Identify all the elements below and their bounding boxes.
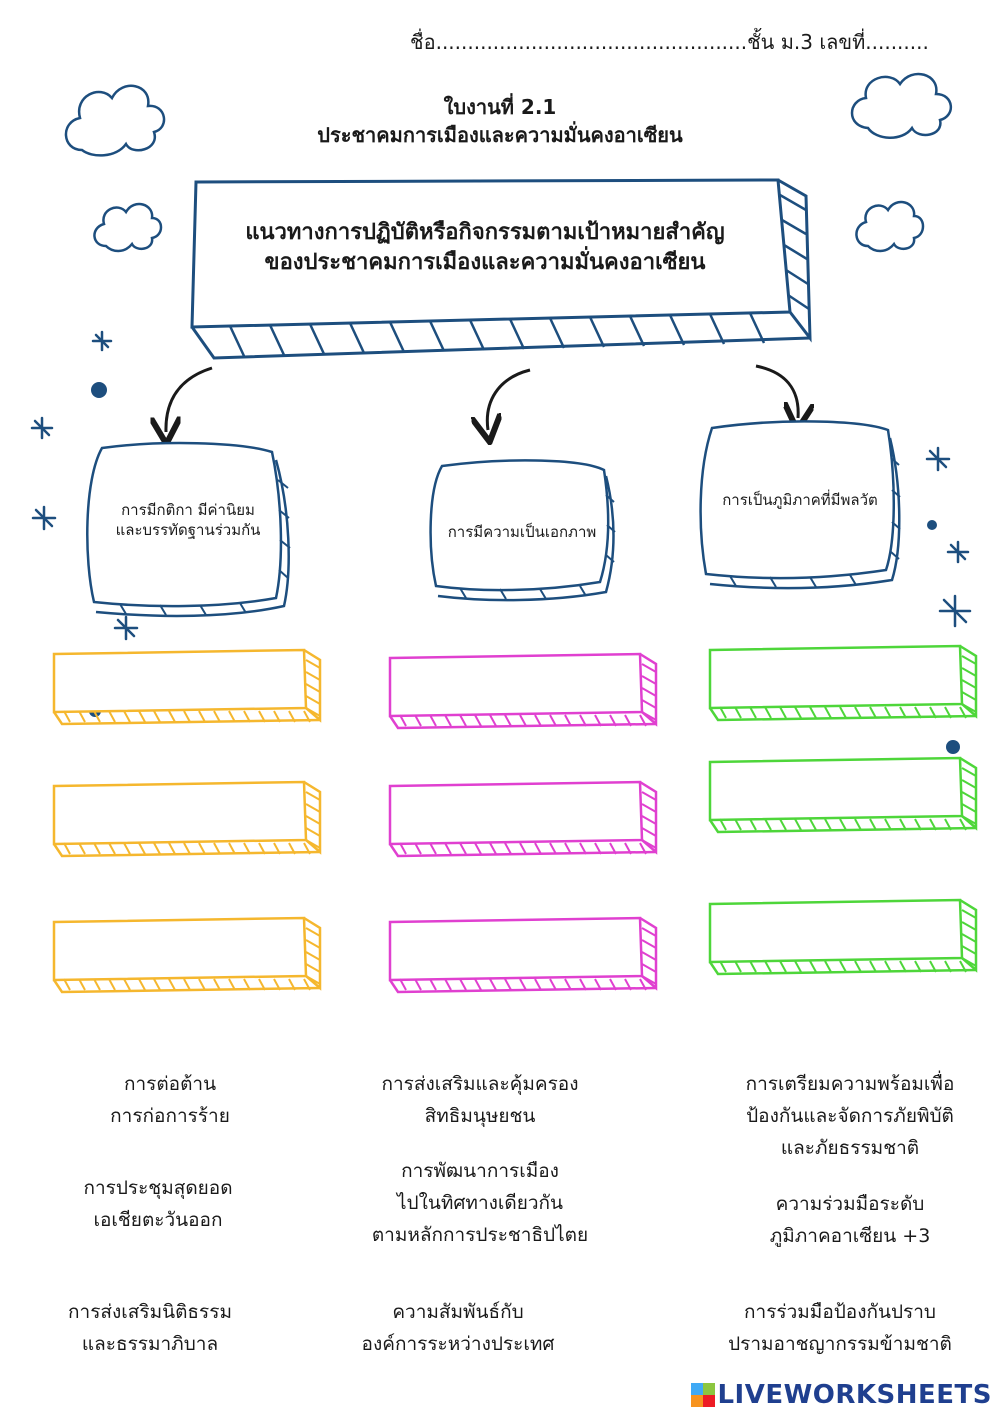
category-dynamic-line-1: การเป็นภูมิภาคที่มีพลวัต [722, 491, 878, 509]
choice-line: การร่วมมือป้องกันปราบ [744, 1301, 936, 1323]
sparkle-icon [31, 505, 57, 531]
dot-icon [91, 382, 107, 398]
choice-line: ป้องกันและจัดการภัยพิบัติ [746, 1105, 954, 1127]
choice-line: การประชุมสุดยอด [83, 1177, 233, 1199]
main-topic: แนวทางการปฏิบัติหรือกิจกรรมตามเป้าหมายสำ… [195, 218, 775, 278]
choice-political-development[interactable]: การพัฒนาการเมือง ไปในทิศทางเดียวกัน ตามห… [340, 1155, 620, 1251]
answer-drop-box[interactable] [52, 648, 322, 726]
choice-line: ปรามอาชญากรรมข้ามชาติ [728, 1333, 952, 1355]
liveworksheets-logo-text: LIVEWORKSHEETS [717, 1380, 992, 1410]
category-unity: การมีความเป็นเอกภาพ [432, 522, 612, 542]
sparkle-icon [946, 540, 970, 564]
main-topic-line-1: แนวทางการปฏิบัติหรือกิจกรรมตามเป้าหมายสำ… [245, 220, 725, 245]
choice-international-organizations[interactable]: ความสัมพันธ์กับ องค์การระหว่างประเทศ [318, 1296, 598, 1360]
choice-east-asia-summit[interactable]: การประชุมสุดยอด เอเชียตะวันออก [28, 1172, 288, 1236]
choice-rule-of-law[interactable]: การส่งเสริมนิติธรรม และธรรมาภิบาล [20, 1296, 280, 1360]
choice-line: การเตรียมความพร้อมเพื่อ [745, 1073, 955, 1095]
answer-drop-box[interactable] [52, 916, 322, 994]
sparkle-icon [113, 615, 139, 641]
main-topic-box [190, 178, 812, 360]
choice-line: ภูมิภาคอาเซียน +3 [769, 1225, 931, 1247]
answer-drop-box[interactable] [708, 756, 978, 834]
choice-line: และภัยธรรมชาติ [780, 1137, 920, 1159]
category-box [86, 441, 291, 618]
choice-disaster-preparedness[interactable]: การเตรียมความพร้อมเพื่อ ป้องกันและจัดการ… [710, 1068, 990, 1164]
category-norms-line-2: และบรรทัดฐานร่วมกัน [115, 521, 261, 539]
sparkle-icon [30, 416, 54, 440]
choice-line: เอเชียตะวันออก [93, 1209, 223, 1231]
main-topic-line-2: ของประชาคมการเมืองและความมั่นคงอาเซียน [264, 250, 706, 275]
dot-icon [946, 740, 960, 754]
choice-human-rights[interactable]: การส่งเสริมและคุ้มครอง สิทธิมนุษยชน [340, 1068, 620, 1132]
liveworksheets-logo-icon [691, 1383, 716, 1407]
choice-line: ไปในทิศทางเดียวกัน [396, 1192, 564, 1214]
sparkle-icon [925, 446, 951, 472]
choice-asean-plus-three[interactable]: ความร่วมมือระดับ ภูมิภาคอาเซียน +3 [710, 1188, 990, 1252]
cloud-icon [93, 202, 163, 253]
choice-line: องค์การระหว่างประเทศ [361, 1333, 555, 1355]
category-norms: การมีกติกา มีค่านิยม และบรรทัดฐานร่วมกัน [98, 500, 278, 540]
student-info-line: ชื่อ....................................… [410, 30, 929, 54]
category-box [429, 459, 616, 602]
choice-line: ความสัมพันธ์กับ [392, 1301, 524, 1323]
choice-line: การส่งเสริมนิติธรรม [68, 1301, 232, 1323]
choice-line: การพัฒนาการเมือง [401, 1160, 559, 1182]
choice-line: การต่อต้าน [123, 1073, 217, 1095]
choice-line: การส่งเสริมและคุ้มครอง [381, 1073, 579, 1095]
choice-line: การก่อการร้าย [110, 1105, 230, 1127]
worksheet-number: ใบงานที่ 2.1 [443, 95, 557, 119]
choice-anti-terrorism[interactable]: การต่อต้าน การก่อการร้าย [40, 1068, 300, 1132]
liveworksheets-logo: LIVEWORKSHEETS [691, 1380, 992, 1410]
sparkle-icon [938, 594, 972, 628]
answer-drop-box[interactable] [388, 780, 658, 858]
category-box [699, 420, 901, 590]
choice-transnational-crime[interactable]: การร่วมมือป้องกันปราบ ปรามอาชญากรรมข้ามช… [700, 1296, 980, 1360]
choice-line: สิทธิมนุษยชน [424, 1105, 536, 1127]
answer-drop-box[interactable] [388, 652, 658, 730]
choice-line: ตามหลักการประชาธิปไตย [371, 1224, 589, 1246]
choice-line: และธรรมาภิบาล [81, 1333, 219, 1355]
sparkle-icon [91, 330, 113, 352]
choice-line: ความร่วมมือระดับ [775, 1193, 925, 1215]
dot-icon [927, 520, 937, 530]
cloud-icon [64, 84, 166, 157]
answer-drop-box[interactable] [52, 780, 322, 858]
cloud-icon [850, 72, 952, 139]
answer-drop-box[interactable] [388, 916, 658, 994]
answer-drop-box[interactable] [708, 644, 978, 722]
category-norms-line-1: การมีกติกา มีค่านิยม [121, 501, 255, 519]
category-dynamic: การเป็นภูมิภาคที่มีพลวัต [700, 490, 900, 510]
answer-drop-box[interactable] [708, 898, 978, 976]
worksheet-title: ประชาคมการเมืองและความมั่นคงอาเซียน [317, 123, 683, 147]
cloud-icon [855, 200, 925, 253]
category-unity-line-1: การมีความเป็นเอกภาพ [447, 523, 597, 541]
